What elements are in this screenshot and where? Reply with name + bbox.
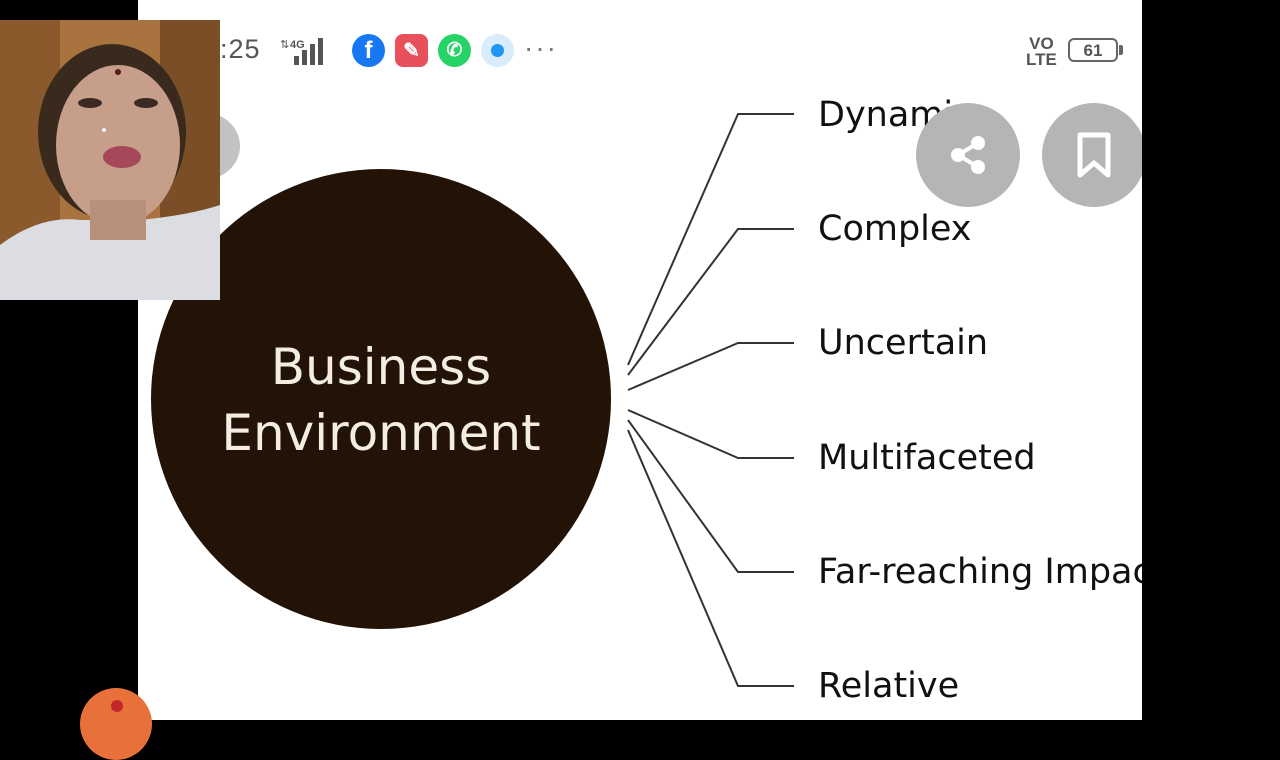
branch-label-relative: Relative — [818, 666, 959, 706]
branch-line-relative — [627, 429, 794, 687]
volte-indicator: VO LTE — [1026, 34, 1057, 69]
svg-text:⇅: ⇅ — [280, 39, 289, 51]
branch-line-far-reaching — [627, 419, 794, 573]
circle-app-icon — [481, 34, 514, 67]
signal-icon: 4G ⇅ — [280, 38, 323, 65]
status-clock: :25 — [220, 34, 261, 64]
volte-top: VO — [1029, 34, 1054, 53]
branch-line-multifaceted — [627, 409, 794, 459]
center-label-line2: Environment — [221, 404, 540, 462]
presenter-video — [0, 20, 220, 300]
branch-lines — [627, 113, 794, 687]
branch-label-uncertain: Uncertain — [818, 323, 988, 363]
facebook-icon: f — [352, 34, 385, 67]
branch-label-far-reaching: Far-reaching Impact — [818, 552, 1142, 592]
share-icon — [951, 136, 985, 174]
status-bar: :25 4G ⇅ f ✎ ✆ ··· VO LTE 61 — [138, 30, 1142, 74]
branch-line-complex — [627, 228, 794, 376]
floating-action-button[interactable] — [80, 688, 152, 760]
slide-screen: Business Environment Dynamic Complex Unc… — [138, 0, 1142, 720]
volte-bottom: LTE — [1026, 50, 1057, 69]
more-notifications-icon: ··· — [524, 32, 558, 63]
mind-map-diagram: Business Environment Dynamic Complex Unc… — [151, 95, 1142, 706]
record-indicator-icon — [111, 700, 123, 712]
pen-app-icon: ✎ — [395, 34, 428, 67]
whatsapp-icon: ✆ — [438, 34, 471, 67]
branch-label-complex: Complex — [818, 209, 972, 249]
battery-tip — [1119, 45, 1123, 55]
center-label-line1: Business — [271, 338, 491, 396]
share-button[interactable] — [916, 103, 1020, 207]
center-circle — [151, 169, 611, 629]
bookmark-button[interactable] — [1042, 103, 1142, 207]
branch-label-multifaceted: Multifaceted — [818, 438, 1036, 478]
battery-icon: 61 — [1068, 38, 1118, 62]
bookmark-icon — [1077, 132, 1111, 178]
webcam-overlay — [0, 20, 220, 300]
branch-line-uncertain — [627, 342, 794, 391]
network-type-label: 4G — [290, 39, 305, 51]
branch-line-dynamic — [627, 113, 794, 366]
